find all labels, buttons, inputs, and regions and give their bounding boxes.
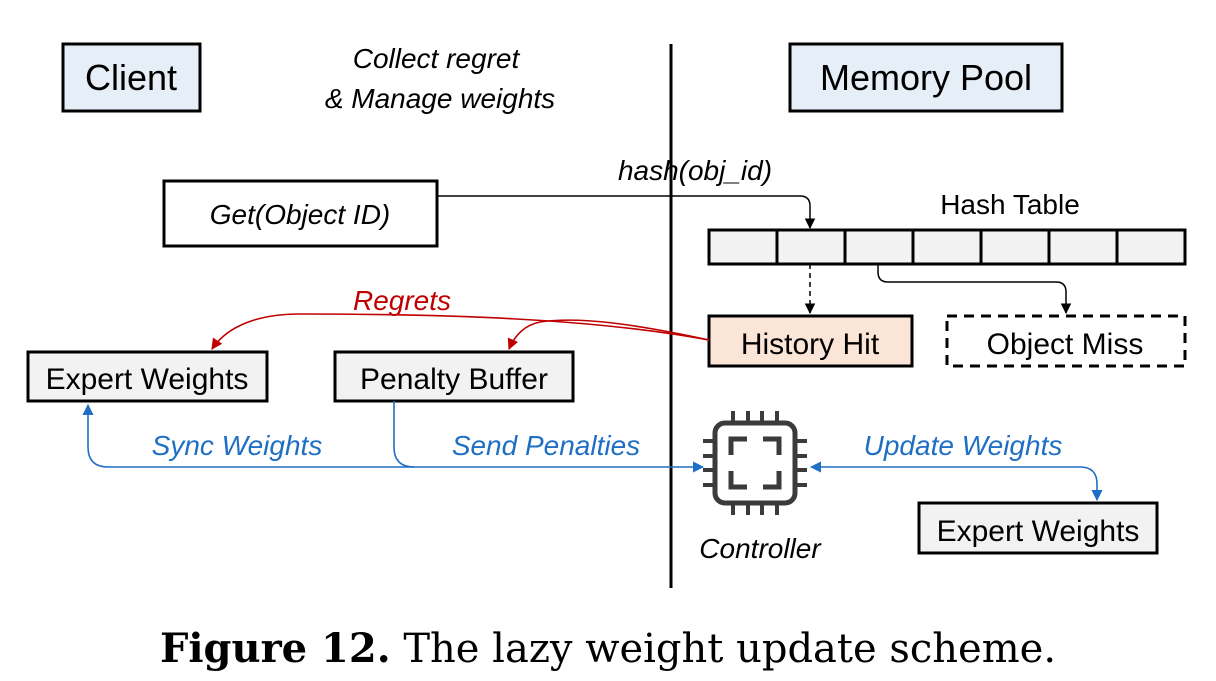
pool-expert-weights-label: Expert Weights xyxy=(937,515,1140,548)
memory-pool-title-box: Memory Pool xyxy=(788,42,1064,113)
object-miss-box: Object Miss xyxy=(945,314,1187,368)
hash-table-cell xyxy=(1047,228,1119,266)
update-weights-arrow xyxy=(809,461,1103,502)
update-weights-label: Update Weights xyxy=(864,430,1063,461)
figure-caption-text: The lazy weight update scheme. xyxy=(391,626,1056,672)
regrets-arrow-to-penalty-buffer xyxy=(507,319,710,351)
hash-table-cell xyxy=(843,228,915,266)
send-penalties-label: Send Penalties xyxy=(452,430,640,461)
get-to-hash-arrow xyxy=(437,195,816,230)
client-title-box: Client xyxy=(61,42,202,113)
figure-caption: Figure 12. The lazy weight update scheme… xyxy=(160,625,1056,672)
client-subtitle-line2: & Manage weights xyxy=(325,83,555,114)
penalty-buffer-label: Penalty Buffer xyxy=(360,363,548,396)
memory-pool-title: Memory Pool xyxy=(820,57,1032,98)
regrets-arrow-to-expert-weights xyxy=(211,313,710,350)
client-title: Client xyxy=(85,57,177,98)
object-miss-label: Object Miss xyxy=(987,328,1144,361)
controller-label: Controller xyxy=(699,533,822,564)
hash-table-cell xyxy=(911,228,983,266)
sync-weights-label: Sync Weights xyxy=(152,430,323,461)
history-hit-box: History Hit xyxy=(707,314,914,368)
figure-caption-label: Figure 12. xyxy=(160,625,391,672)
sync-weights-arrow xyxy=(82,403,705,473)
hash-table xyxy=(707,228,1187,266)
hash-table-cell xyxy=(1115,228,1187,266)
pool-expert-weights-box: Expert Weights xyxy=(917,501,1159,555)
hash-table-label: Hash Table xyxy=(940,189,1080,220)
send-penalties-arrow xyxy=(393,401,415,468)
history-hit-label: History Hit xyxy=(741,328,880,361)
hash-table-cell xyxy=(775,228,847,266)
client-expert-weights-label: Expert Weights xyxy=(46,363,249,396)
cell-to-object-miss-arrow xyxy=(877,264,1072,315)
hash-table-cell xyxy=(707,228,779,266)
penalty-buffer-box: Penalty Buffer xyxy=(333,350,575,403)
controller-chip-icon xyxy=(703,411,807,515)
get-object-box: Get(Object ID) xyxy=(162,179,439,248)
hash-edge-label: hash(obj_id) xyxy=(618,155,772,186)
client-subtitle-line1: Collect regret xyxy=(353,43,521,74)
hash-table-cell xyxy=(979,228,1051,266)
get-object-label: Get(Object ID) xyxy=(210,199,390,230)
regrets-edge-label: Regrets xyxy=(353,285,451,316)
client-expert-weights-box: Expert Weights xyxy=(26,350,269,403)
